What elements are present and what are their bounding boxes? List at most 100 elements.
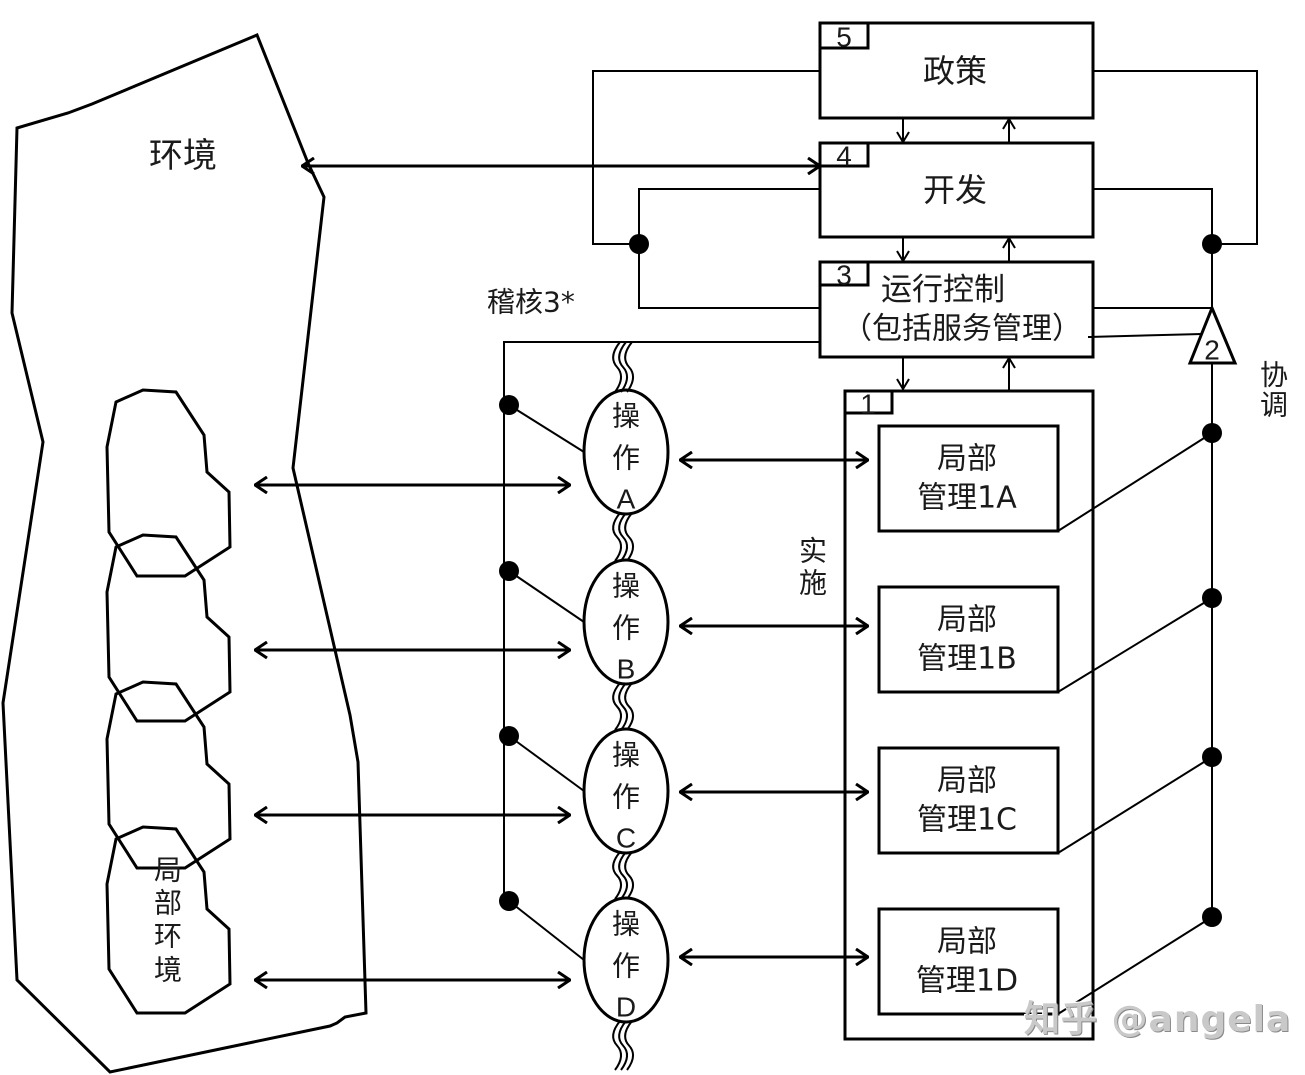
operation-id: D [616, 992, 636, 1023]
operation-d: 操作D [582, 896, 670, 1024]
local-environment-blob [105, 825, 232, 1015]
coordination-dot [1202, 588, 1222, 608]
local-environment-label: 局 部 环 境 [154, 854, 182, 987]
operation-wavy-link [612, 851, 634, 900]
wavy-line [624, 512, 634, 562]
audit-link [508, 900, 585, 961]
local-environment-blob [105, 388, 232, 578]
wavy-line [618, 512, 628, 562]
control-to-coordination-line-2 [1087, 333, 1203, 338]
local-management-rect [877, 746, 1060, 855]
system-number: 5 [836, 22, 852, 53]
operation-a: 操作A [582, 388, 670, 516]
system-label: 政策 [923, 52, 987, 90]
operation-wavy-link [612, 512, 634, 562]
watermark: 知乎 @angela [1024, 999, 1292, 1040]
system-label: 开发 [923, 171, 987, 209]
local-management-sublabel: 管理1D [916, 964, 1018, 999]
local-environment-char: 部 [154, 887, 182, 920]
local-management-label: 局部 [937, 442, 997, 477]
coordination-label-char: 协 [1260, 359, 1288, 392]
operation-label-char: 作 [612, 442, 640, 475]
local-management-rect [877, 585, 1060, 694]
development-right-loop [1093, 188, 1213, 308]
audit-link [508, 735, 585, 792]
wavy-line [618, 851, 628, 900]
local-environments [105, 388, 232, 1015]
audit-label: 稽核3* [487, 286, 575, 319]
audit-link [508, 570, 585, 623]
local-management-sublabel: 管理1C [917, 803, 1017, 838]
policy-right-loop [1093, 70, 1258, 245]
operation-c: 操作C [582, 727, 670, 855]
local-environment-char: 环 [154, 920, 182, 953]
audit-dot [499, 395, 519, 415]
system-2-coordination: 2 协 调 [1187, 304, 1288, 422]
wavy-line [612, 512, 622, 562]
operation-ellipse [582, 558, 670, 686]
wavy-line [624, 851, 634, 900]
coordination-dot [1202, 423, 1222, 443]
wavy-line [612, 1020, 622, 1071]
system-number: 3 [836, 260, 852, 291]
system-number-tag [843, 389, 894, 415]
operation-label-char: 操 [612, 400, 640, 433]
operation-ellipse [582, 896, 670, 1024]
operation-label-char: 操 [612, 908, 640, 941]
operation-b: 操作B [582, 558, 670, 686]
coordination-triangle [1187, 304, 1238, 365]
coordination-link [1057, 597, 1213, 693]
local-management-rect [877, 424, 1060, 533]
coordination-dot [1202, 907, 1222, 927]
wavy-line [624, 1020, 634, 1071]
left-junction-dot [629, 234, 649, 254]
coordination-link [1057, 916, 1213, 1015]
audit-dot [499, 561, 519, 581]
development-control-left-loop [638, 188, 820, 309]
operation-label-char: 作 [612, 950, 640, 983]
environment-outline [1, 33, 368, 1074]
right-junction-dot [1202, 234, 1222, 254]
wavy-line [618, 682, 628, 731]
wavy-line [618, 341, 628, 393]
local-management-sublabel: 管理1B [917, 642, 1017, 677]
operation-label-char: 操 [612, 739, 640, 772]
operation-wavy-link [612, 1020, 634, 1071]
operation-label-char: 操 [612, 570, 640, 603]
implementation-label-char: 实 [799, 535, 827, 568]
operation-label-char: 作 [612, 781, 640, 814]
audit-dot [499, 891, 519, 911]
system-number-tag [818, 141, 870, 168]
wavy-line [624, 682, 634, 731]
operation-id: A [617, 484, 636, 515]
system-4-development-box: 4 开发 [818, 141, 1095, 239]
coordination-label-char: 调 [1260, 389, 1288, 422]
local-environment-char: 局 [154, 854, 182, 887]
environment-label: 环境 [149, 136, 217, 176]
audit-dot [499, 726, 519, 746]
local-management-label: 局部 [937, 764, 997, 799]
system-5-policy-box: 5 政策 [818, 21, 1095, 120]
operation-wavy-link [612, 682, 634, 731]
audit-link [508, 404, 585, 453]
system-label: 运行控制 [881, 272, 1005, 308]
wavy-line [612, 682, 622, 731]
local-management-label: 局部 [937, 603, 997, 638]
wavy-line [612, 341, 622, 393]
coordination-link [1057, 756, 1213, 854]
operation-id: B [617, 654, 636, 685]
system-number: 2 [1204, 335, 1220, 366]
local-management-label: 局部 [937, 925, 997, 960]
local-management-sublabel: 管理1A [917, 481, 1017, 516]
operation-label-char: 作 [612, 612, 640, 645]
audit-channel [503, 341, 820, 901]
local-management-rect [877, 907, 1060, 1016]
coordination-link [1057, 432, 1213, 532]
system-number-tag [818, 21, 870, 50]
